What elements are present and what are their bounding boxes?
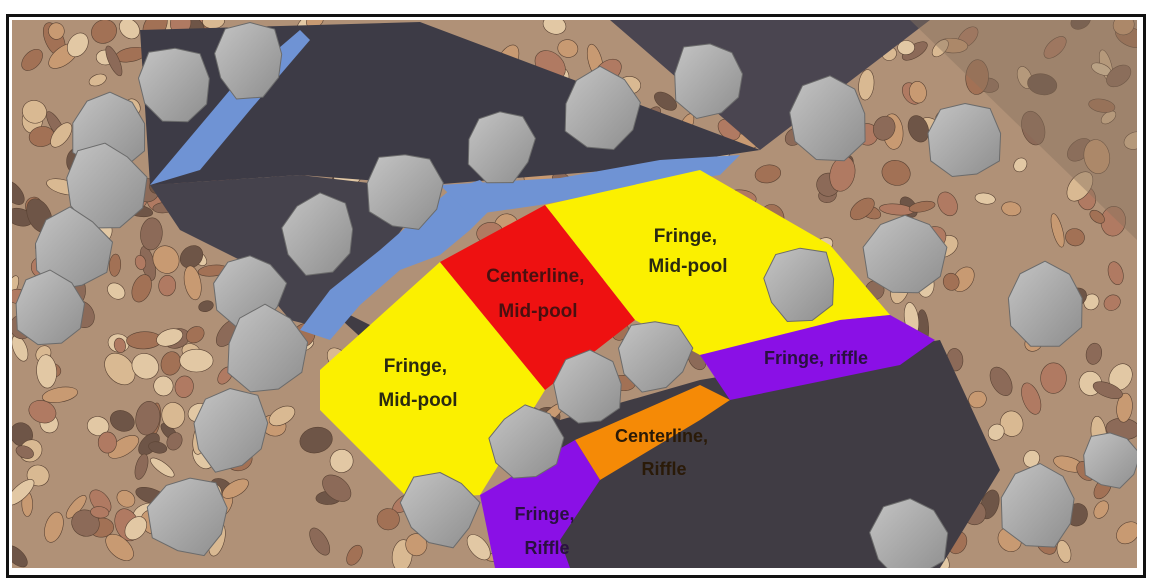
zone-label-fringe-midpool-top-line1: Fringe, xyxy=(654,226,717,247)
zone-label-fringe-midpool-left-line1: Fringe, xyxy=(384,356,447,377)
pebble xyxy=(180,349,213,372)
zone-label-fringe-riffle-right: Fringe, riffle xyxy=(764,348,868,368)
zone-label-fringe-midpool-left-line2: Mid-pool xyxy=(378,390,457,411)
zone-label-centerline-riffle-line2: Riffle xyxy=(642,459,687,479)
zone-label-fringe-riffle-bottom-line1: Fringe, xyxy=(514,504,574,524)
zone-label-fringe-riffle-bottom-line2: Riffle xyxy=(525,538,570,558)
boulder xyxy=(928,104,1001,177)
zone-label-centerline-riffle-line1: Centerline, xyxy=(615,426,708,446)
zone-label-fringe-midpool-top-line2: Mid-pool xyxy=(648,256,727,277)
pebble xyxy=(98,432,116,453)
zone-label-centerline-midpool-line1: Centerline, xyxy=(486,266,584,287)
zone-label-centerline-midpool-line2: Mid-pool xyxy=(498,301,577,322)
pebble xyxy=(1040,363,1066,394)
zone-label-fringe-riffle-right-line1: Fringe, riffle xyxy=(764,348,868,368)
